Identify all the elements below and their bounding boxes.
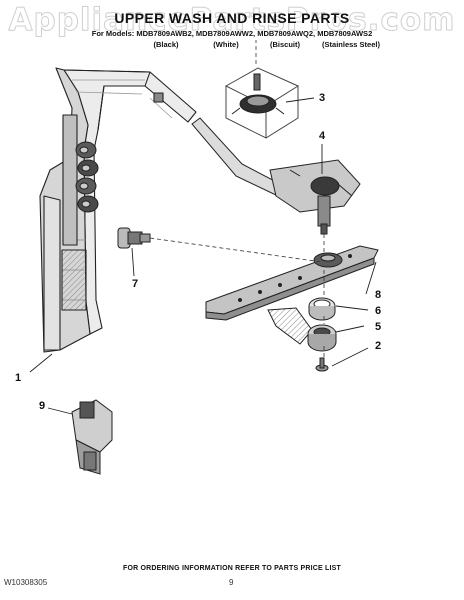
spray-arm-part-8 [205,245,379,321]
callout-9: 9 [38,400,46,412]
bearing-ring-part-6 [308,297,336,321]
supply-tube-part-1 [39,67,197,353]
screw-part-2 [315,357,329,372]
spray-hub-part-5 [267,307,337,352]
callout-5: 5 [374,321,382,333]
ordering-info: FOR ORDERING INFORMATION REFER TO PARTS … [122,565,342,572]
callout-7: 7 [131,278,139,290]
variant-stainless-steel: (Stainless Steel) [322,40,380,49]
clip-part-9 [71,399,113,475]
models-line: For Models: MDB7809AWB2, MDB7809AWW2, MD… [91,29,373,38]
callout-1: 1 [14,372,22,384]
fastener-assembly-part-3 [224,67,300,139]
variant-biscuit: (Biscuit) [270,40,300,49]
callout-6: 6 [374,305,382,317]
document-number: W10308305 [4,578,48,587]
leader-lines [29,97,377,415]
variant-black: (Black) [153,40,179,49]
diverter-ports [75,141,99,213]
page-number: 9 [229,578,234,587]
callout-4: 4 [318,130,326,142]
spray-manifold-part-4 [191,117,361,235]
callout-2: 2 [374,340,382,352]
page-title: UPPER WASH AND RINSE PARTS [114,10,350,26]
variant-white: (White) [213,40,239,49]
callout-3: 3 [318,92,326,104]
connector-part-7 [117,227,151,249]
callout-8: 8 [374,289,382,301]
assembly-lines [149,40,325,360]
